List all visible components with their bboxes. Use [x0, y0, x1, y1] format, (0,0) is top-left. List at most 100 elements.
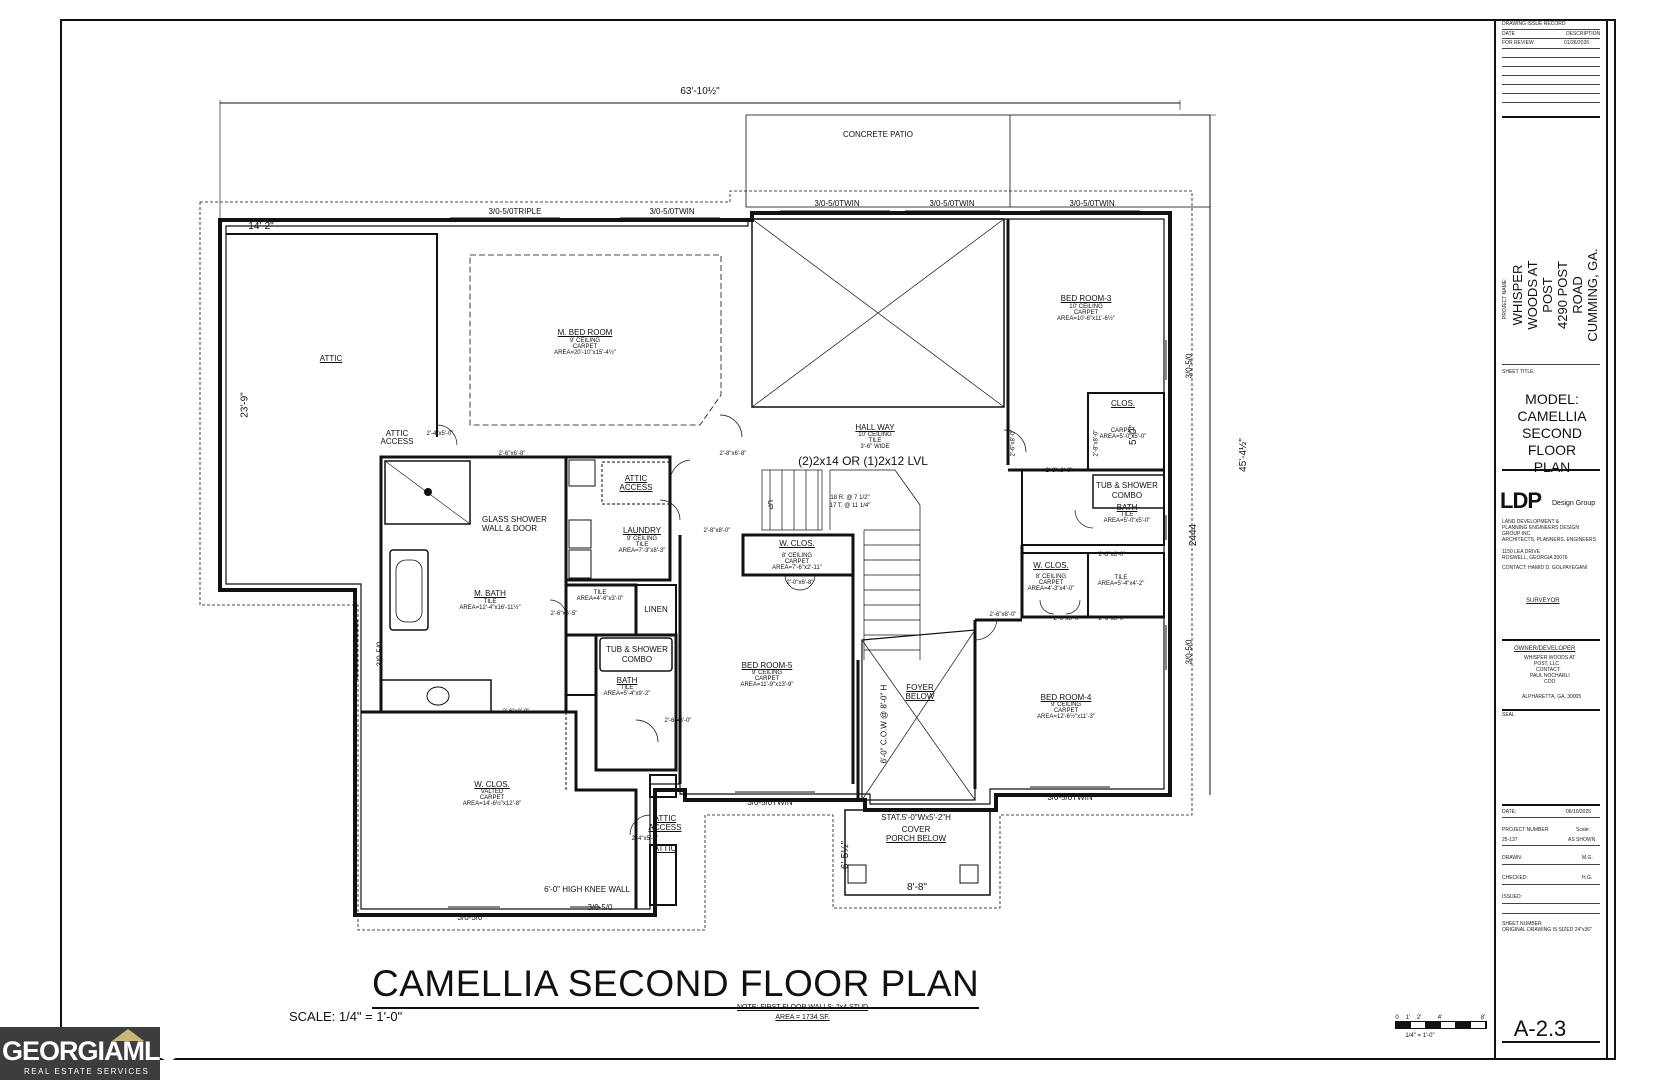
scale-tick: 1'	[1405, 1015, 1411, 1021]
master-bath-label: M. BATH	[474, 589, 506, 598]
scale-tick: 8'	[1480, 1015, 1486, 1021]
scale-tick: 4'	[1437, 1015, 1443, 1021]
area-note-line: NOTE: FIRST FLOOR WALLS: 2x4 STUD	[737, 1004, 869, 1011]
drawn-label: DRAWN:	[1502, 855, 1523, 861]
glass-shower-label: WALL & DOOR	[482, 524, 537, 533]
firm-line: ROSWELL, GEORGIA 30076	[1502, 555, 1568, 561]
sheet-number-label: SHEET NUMBER	[1502, 921, 1542, 927]
tray-ceiling-master	[469, 254, 722, 426]
room-info: AREA=12'-6½"x11'-3"	[1037, 714, 1095, 720]
foyer-label: FOYER	[906, 683, 934, 692]
room-info: AREA=5'-4"x4'-2"	[1097, 581, 1145, 587]
room-info: 3'-6" WIDE	[860, 444, 890, 450]
master-closet-label: W. CLOS.	[474, 780, 510, 789]
roof-outline-dashed	[199, 190, 1193, 931]
door-label: 2'-6"x8'-0"	[1010, 429, 1017, 457]
tub-combo-label: TUB & SHOWER	[606, 645, 668, 654]
room-info: 8' CEILING	[781, 553, 813, 559]
owner-line: POST, LLC	[1534, 661, 1560, 667]
scale-note: SCALE: 1/4" = 1'-0"	[289, 1009, 403, 1024]
attic-label: ATTIC	[653, 844, 677, 853]
scale-tick: 0	[1395, 1015, 1399, 1021]
sheet-title: MODEL: CAMELLIA SECOND FLOOR PLAN	[1497, 391, 1607, 476]
room-info: AREA=12'-4"x16'-11½"	[459, 605, 521, 611]
firm-line: ARCHITECTS, PLANNERS, ENGINEERS	[1502, 537, 1596, 543]
sheet-title-line: PLAN	[1533, 459, 1571, 475]
beam-note: (2)2x14 OR (1)2x12 LVL	[798, 454, 928, 468]
window-label: 3/0-5/0TWIN	[929, 199, 975, 208]
attic-depth-dim: 23'-9"	[239, 392, 251, 418]
door-label: 2'-8"x8'-0"	[1045, 468, 1073, 474]
watermark-brand: GEORGIAMLS	[2, 1036, 178, 1066]
area-note: NOTE: FIRST FLOOR WALLS: 2x4 STUD AREA =…	[737, 1003, 868, 1023]
owner-line: WHISPER WOODS AT	[1524, 655, 1576, 661]
project-number-label: PROJECT NUMBER:	[1502, 827, 1550, 833]
firm-line: 1150 LEA DRIVE	[1502, 549, 1540, 555]
open-to-below	[751, 218, 1005, 408]
room-info: TILE	[620, 685, 634, 691]
sheet-number: A-2.3	[1513, 1016, 1567, 1041]
ldp-logo: LDP	[1500, 488, 1542, 513]
window-label: 3/0-5/0	[375, 641, 385, 667]
project-name: WHISPER WOODS AT POST 4290 POST ROAD CUM…	[1510, 245, 1600, 345]
master-bath	[379, 455, 568, 714]
firm-line: CONTACT: HAMID D. GOLPAYEGANI	[1502, 565, 1588, 571]
door-label: 2'-6"x8'-0"	[1098, 616, 1126, 622]
window-label: 3/0-5/0TWIN	[1047, 793, 1093, 802]
stair-up-text: UP	[766, 500, 773, 510]
room-info: AREA=20'-10"x15'-4½"	[554, 350, 616, 356]
door-label: 2'-0"x6'-8"	[786, 580, 814, 586]
graphic-scale-bar	[1395, 1021, 1487, 1029]
attic-access-label: ATTIC ACCESS	[380, 429, 414, 446]
issue-col-date: DATE	[1502, 31, 1515, 37]
glass-shower-label: GLASS SHOWER	[482, 515, 547, 524]
room-info: AREA=5'-4"x9'-2"	[603, 691, 651, 697]
issue-col-desc: DESCRIPTION	[1566, 31, 1601, 37]
owner-line: COO	[1544, 679, 1556, 685]
room-info: TILE	[635, 542, 649, 548]
window-label: 3/0-5/0TWIN	[747, 798, 793, 807]
issued-label: ISSUED:	[1502, 894, 1523, 900]
window-marks	[356, 210, 1167, 908]
project-name-line: 4290 POST ROAD	[1555, 261, 1585, 329]
concrete-patio	[745, 114, 1211, 208]
room-info: AREA=4'-3"x4'-0"	[1027, 586, 1075, 592]
room-info: CARPET	[479, 795, 505, 801]
wclos-mid-label: W. CLOS.	[779, 539, 815, 548]
georgiamls-watermark: GEORGIAMLS REAL ESTATE SERVICES	[0, 1027, 178, 1080]
room-info: 9' CEILING	[1050, 702, 1082, 708]
door-label: 2'-6"x6'-5"	[550, 611, 578, 617]
room-info: 9' CEILING	[751, 670, 783, 676]
linen-label: LINEN	[644, 605, 668, 614]
cow-note: 6'-0" C.O.W @ 8'-0" H	[879, 684, 889, 764]
bathtub	[389, 549, 429, 631]
window-label: 3/0-5/0	[457, 913, 483, 922]
room-info: CARPET	[754, 676, 780, 682]
attic-access-label: ATTIC	[624, 474, 648, 483]
foyer-label: BELOW	[905, 692, 935, 701]
stair-note: 17 T. @ 11 1/4"	[829, 503, 871, 509]
master-closet-wall	[361, 710, 638, 909]
door-label: 2'-4"x5'-0"	[426, 431, 454, 437]
room-info: TILE	[483, 599, 497, 605]
room-info: AREA=5'-0"x5'-0"	[1099, 434, 1147, 440]
bath-3-label: BATH	[1116, 503, 1138, 512]
stair-note: 18 R. @ 7 1/2"	[830, 495, 870, 501]
sheet-number-note: ORIGINAL DRAWING IS SIZED 24"x36"	[1502, 927, 1592, 933]
room-info: TILE	[868, 438, 882, 444]
sheet-title-line: SECOND FLOOR	[1522, 425, 1582, 458]
date-value: 06/10/2025	[1566, 809, 1592, 815]
tub-combo-label: TUB & SHOWER	[1096, 481, 1158, 490]
bath-2	[594, 633, 678, 772]
door-label: 2'-8"x8'-0"	[1098, 552, 1126, 558]
tub-combo-label: COMBO	[621, 655, 653, 664]
window-label: 3/0-5/0	[587, 903, 613, 912]
room-info: 9' CEILING	[626, 536, 658, 542]
checked-label: CHECKED:	[1502, 875, 1528, 881]
sheet-title-line: MODEL:	[1525, 391, 1579, 407]
knee-wall-note: 6'-0" HIGH KNEE WALL	[544, 885, 630, 894]
drawing-title: CAMELLIA SECOND FLOOR PLAN	[372, 963, 980, 1009]
title-block: DRAWING ISSUE RECORD DATE DESCRIPTION FO…	[1494, 19, 1608, 1059]
room-info: VALTED	[480, 789, 504, 795]
